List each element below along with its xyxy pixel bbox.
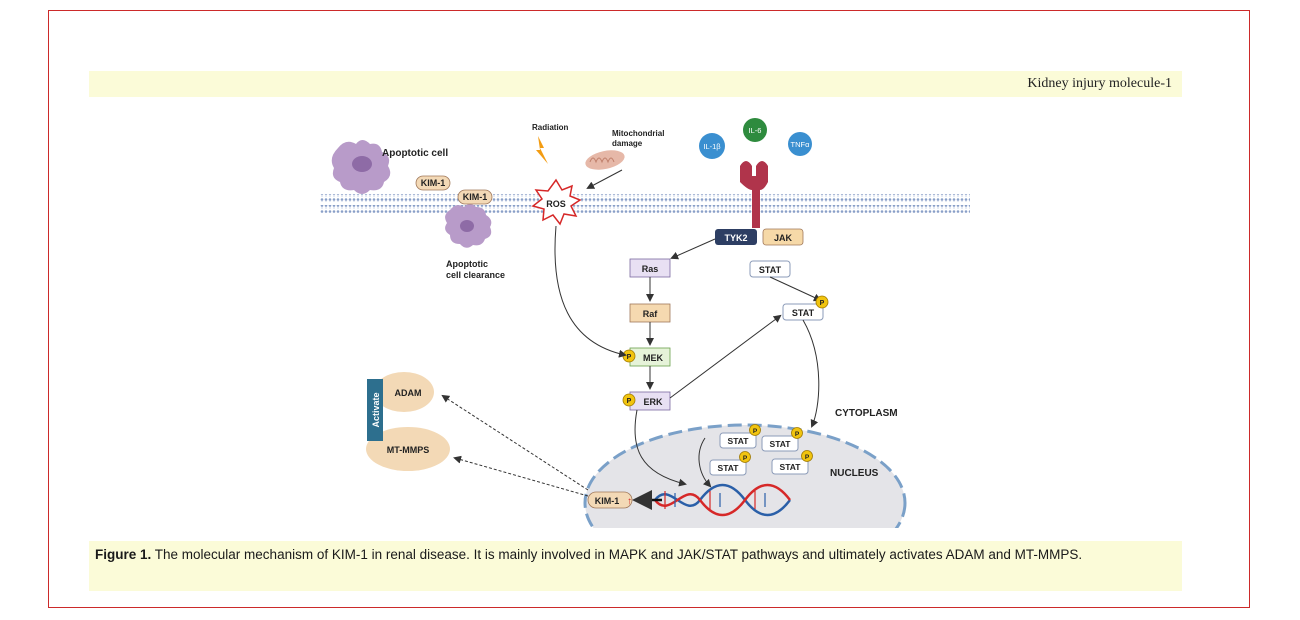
tnfa-label: TNFα xyxy=(791,140,811,149)
ras-label: Ras xyxy=(642,264,659,274)
nuclear-stat-dimers: STAT P STAT P STAT P STAT P xyxy=(709,424,813,476)
cell-membrane xyxy=(320,194,970,213)
svg-text:P: P xyxy=(753,428,758,435)
apoptotic-cell-icon xyxy=(331,140,391,194)
apoptotic-clearance-cell-icon xyxy=(445,204,492,248)
ros-burst-icon xyxy=(531,178,582,226)
svg-text:P: P xyxy=(805,454,810,461)
cytoplasm-label: CYTOPLASM xyxy=(835,408,898,419)
kim1-to-mtmmps-arrow xyxy=(453,455,589,497)
caption-label: Figure 1. xyxy=(95,547,152,562)
kim1-to-adam-arrow xyxy=(441,394,589,491)
jak-box xyxy=(762,228,804,246)
tnfa-circle xyxy=(788,132,812,156)
figure-frame xyxy=(48,10,1250,608)
cytokine-receptor-icon xyxy=(740,161,768,228)
kim1-mechanism-diagram: Apoptotic cell Apoptotic cell clearance … xyxy=(320,118,970,528)
tyk2-to-ras-arrow xyxy=(670,238,716,260)
p-label: P xyxy=(627,398,632,405)
svg-text:STAT: STAT xyxy=(718,463,740,473)
mitochondrion-icon xyxy=(585,150,625,170)
tyk2-label: TYK2 xyxy=(724,233,747,243)
ros-to-mek-arrow xyxy=(554,225,627,358)
dna-helix-icon xyxy=(654,483,791,517)
svg-text:STAT: STAT xyxy=(780,462,802,472)
svg-text:P: P xyxy=(743,455,748,462)
kim1-pill-1 xyxy=(415,175,451,191)
activate-bar xyxy=(367,379,383,441)
stat-label: STAT xyxy=(759,265,782,275)
svg-text:STAT: STAT xyxy=(728,436,750,446)
il6-circle xyxy=(743,118,767,142)
mtmmps-label: MT-MMPS xyxy=(387,445,430,455)
erk-label: ERK xyxy=(643,397,663,407)
adam-label: ADAM xyxy=(395,388,422,398)
apoptotic-cell-label: Apoptotic cell xyxy=(382,148,448,159)
jak-label: JAK xyxy=(774,233,793,243)
p-label: P xyxy=(627,354,632,361)
nucleus-label: NUCLEUS xyxy=(830,468,879,479)
kim1-pill-2 xyxy=(457,189,493,205)
p-badge xyxy=(622,393,636,407)
pstat-to-nucleus-arrow xyxy=(802,319,820,428)
erk-to-dna-arrow xyxy=(634,409,687,487)
caption-band: Figure 1. The molecular mechanism of KIM… xyxy=(89,541,1182,591)
clearance-label-line2: cell clearance xyxy=(446,270,505,280)
clearance-label-line1: Apoptotic xyxy=(446,259,488,269)
mito-to-ros-arrow xyxy=(586,169,623,189)
kim1-label-2: KIM-1 xyxy=(463,192,488,202)
up-arrow-icon: ↑ xyxy=(627,496,632,507)
ros-label: ROS xyxy=(546,199,566,209)
il1b-label: IL-1β xyxy=(703,142,721,151)
journal-title: Kidney injury molecule-1 xyxy=(1027,76,1172,91)
pstat-label: STAT xyxy=(792,308,815,318)
kim1-label-1: KIM-1 xyxy=(421,178,446,188)
mito-label-line2: damage xyxy=(612,139,643,148)
mito-label-line1: Mitochondrial xyxy=(612,129,664,138)
erk-to-pstat-arrow xyxy=(669,314,782,399)
mek-label: MEK xyxy=(643,353,664,363)
header-band: Kidney injury molecule-1 xyxy=(89,71,1182,97)
tyk2-box xyxy=(715,229,757,245)
p-badge xyxy=(815,295,829,309)
radiation-label: Radiation xyxy=(532,123,569,132)
il1b-circle xyxy=(699,133,725,159)
il6-label: IL-6 xyxy=(749,126,762,135)
p-label: P xyxy=(820,300,825,307)
svg-text:P: P xyxy=(795,431,800,438)
kim1-up-pill xyxy=(587,491,633,509)
raf-label: Raf xyxy=(643,309,659,319)
stat-to-pstat-arrow xyxy=(769,276,822,302)
adam-ellipse xyxy=(374,372,434,412)
stat-to-dna-arrow xyxy=(698,437,712,488)
svg-text:STAT: STAT xyxy=(770,439,792,449)
activate-label: Activate xyxy=(371,392,381,427)
kim1-up-label: KIM-1 xyxy=(595,496,620,506)
mtmmps-ellipse xyxy=(366,427,450,471)
caption-text: The molecular mechanism of KIM-1 in rena… xyxy=(151,547,1083,562)
lightning-icon xyxy=(536,136,548,164)
figure-caption: Figure 1. The molecular mechanism of KIM… xyxy=(95,545,1172,564)
